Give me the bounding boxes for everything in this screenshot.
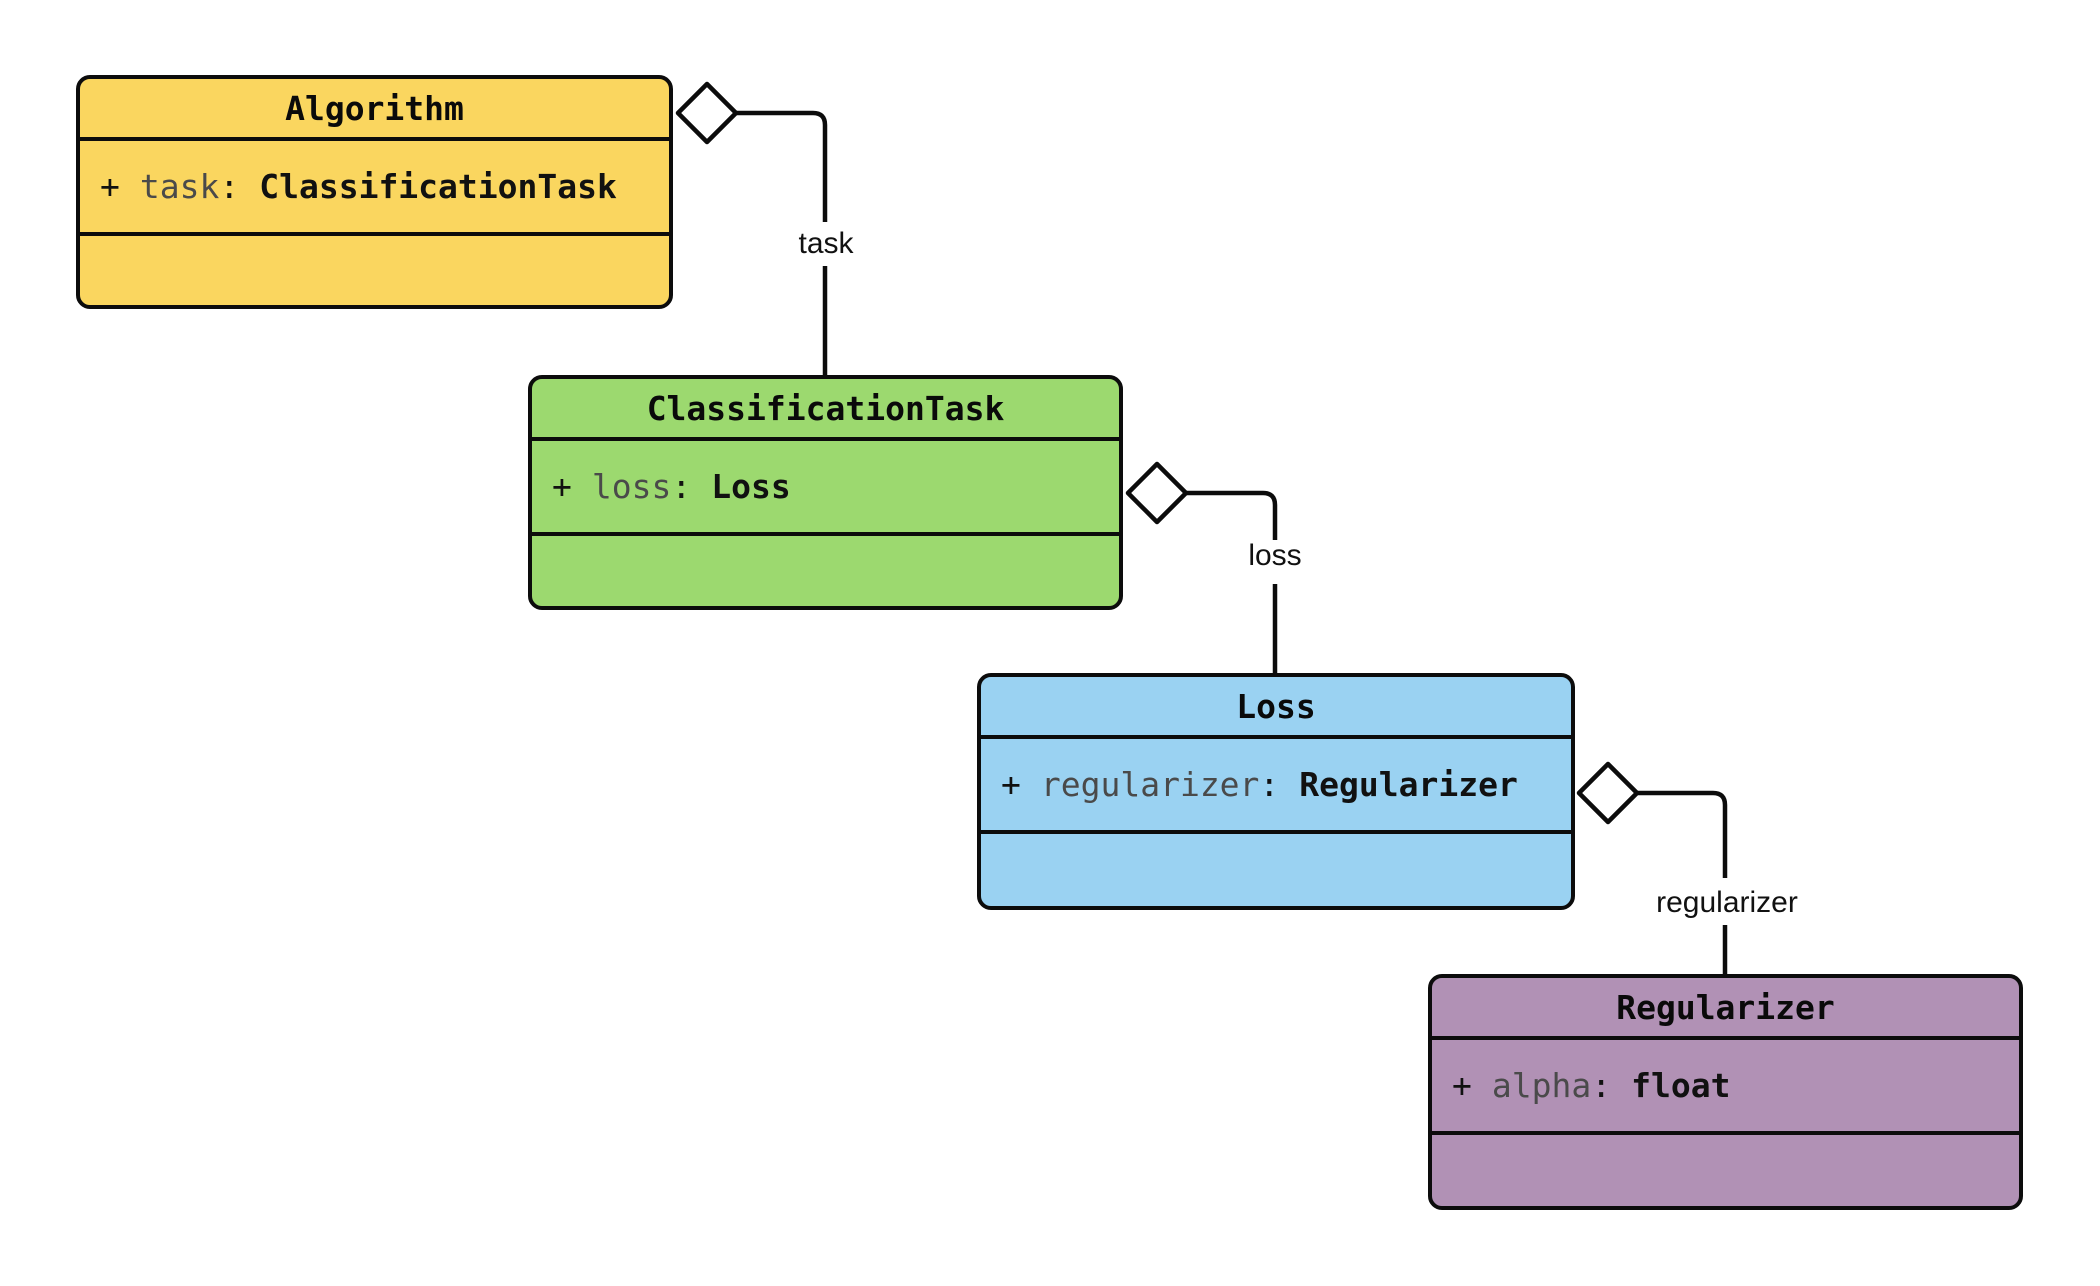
- attribute-colon: :: [671, 467, 692, 506]
- attribute-visibility: +: [1001, 765, 1021, 804]
- class-methods-compartment: [1432, 1131, 2019, 1206]
- class-methods-compartment: [532, 532, 1119, 606]
- class-box-algorithm: Algorithm + task: ClassificationTask: [76, 75, 673, 309]
- class-attribute: + alpha: float: [1432, 1036, 2019, 1131]
- attribute-type: Loss: [711, 467, 791, 506]
- attribute-visibility: +: [552, 467, 572, 506]
- edge-line: [1186, 490, 1278, 673]
- attribute-colon: :: [219, 167, 240, 206]
- edge-label-task: task: [798, 227, 854, 260]
- attribute-visibility: +: [100, 167, 120, 206]
- class-box-regularizer: Regularizer + alpha: float: [1428, 974, 2023, 1210]
- attribute-name: regularizer: [1040, 765, 1260, 804]
- attribute-name: alpha: [1491, 1066, 1592, 1105]
- attribute-type: float: [1631, 1066, 1731, 1105]
- class-box-loss: Loss + regularizer: Regularizer: [977, 673, 1575, 910]
- attribute-type: ClassificationTask: [259, 167, 617, 206]
- edge-label-regularizer: regularizer: [1656, 886, 1798, 919]
- class-attribute: + regularizer: Regularizer: [981, 735, 1571, 830]
- aggregation-diamond-icon: [675, 81, 739, 145]
- class-title: Algorithm: [285, 88, 464, 128]
- attribute-visibility: +: [1452, 1066, 1472, 1105]
- class-attribute: + task: ClassificationTask: [80, 137, 669, 232]
- class-box-classification-task: ClassificationTask + loss: Loss: [528, 375, 1123, 610]
- attribute-type: Regularizer: [1299, 765, 1518, 804]
- class-methods-compartment: [80, 232, 669, 305]
- class-attribute: + loss: Loss: [532, 437, 1119, 532]
- class-title: Loss: [1236, 686, 1316, 726]
- attribute-name: loss: [591, 467, 672, 506]
- class-methods-compartment: [981, 830, 1571, 906]
- class-title: Regularizer: [1616, 987, 1835, 1027]
- edge-label-loss: loss: [1248, 539, 1302, 572]
- class-title: ClassificationTask: [646, 388, 1005, 428]
- edge-line: [1637, 790, 1728, 974]
- aggregation-edge-regularizer: [1576, 761, 1728, 974]
- aggregation-diamond-icon: [1125, 461, 1189, 525]
- attribute-colon: :: [1591, 1066, 1612, 1105]
- attribute-name: task: [139, 167, 220, 206]
- attribute-colon: :: [1259, 765, 1280, 804]
- aggregation-diamond-icon: [1576, 761, 1640, 825]
